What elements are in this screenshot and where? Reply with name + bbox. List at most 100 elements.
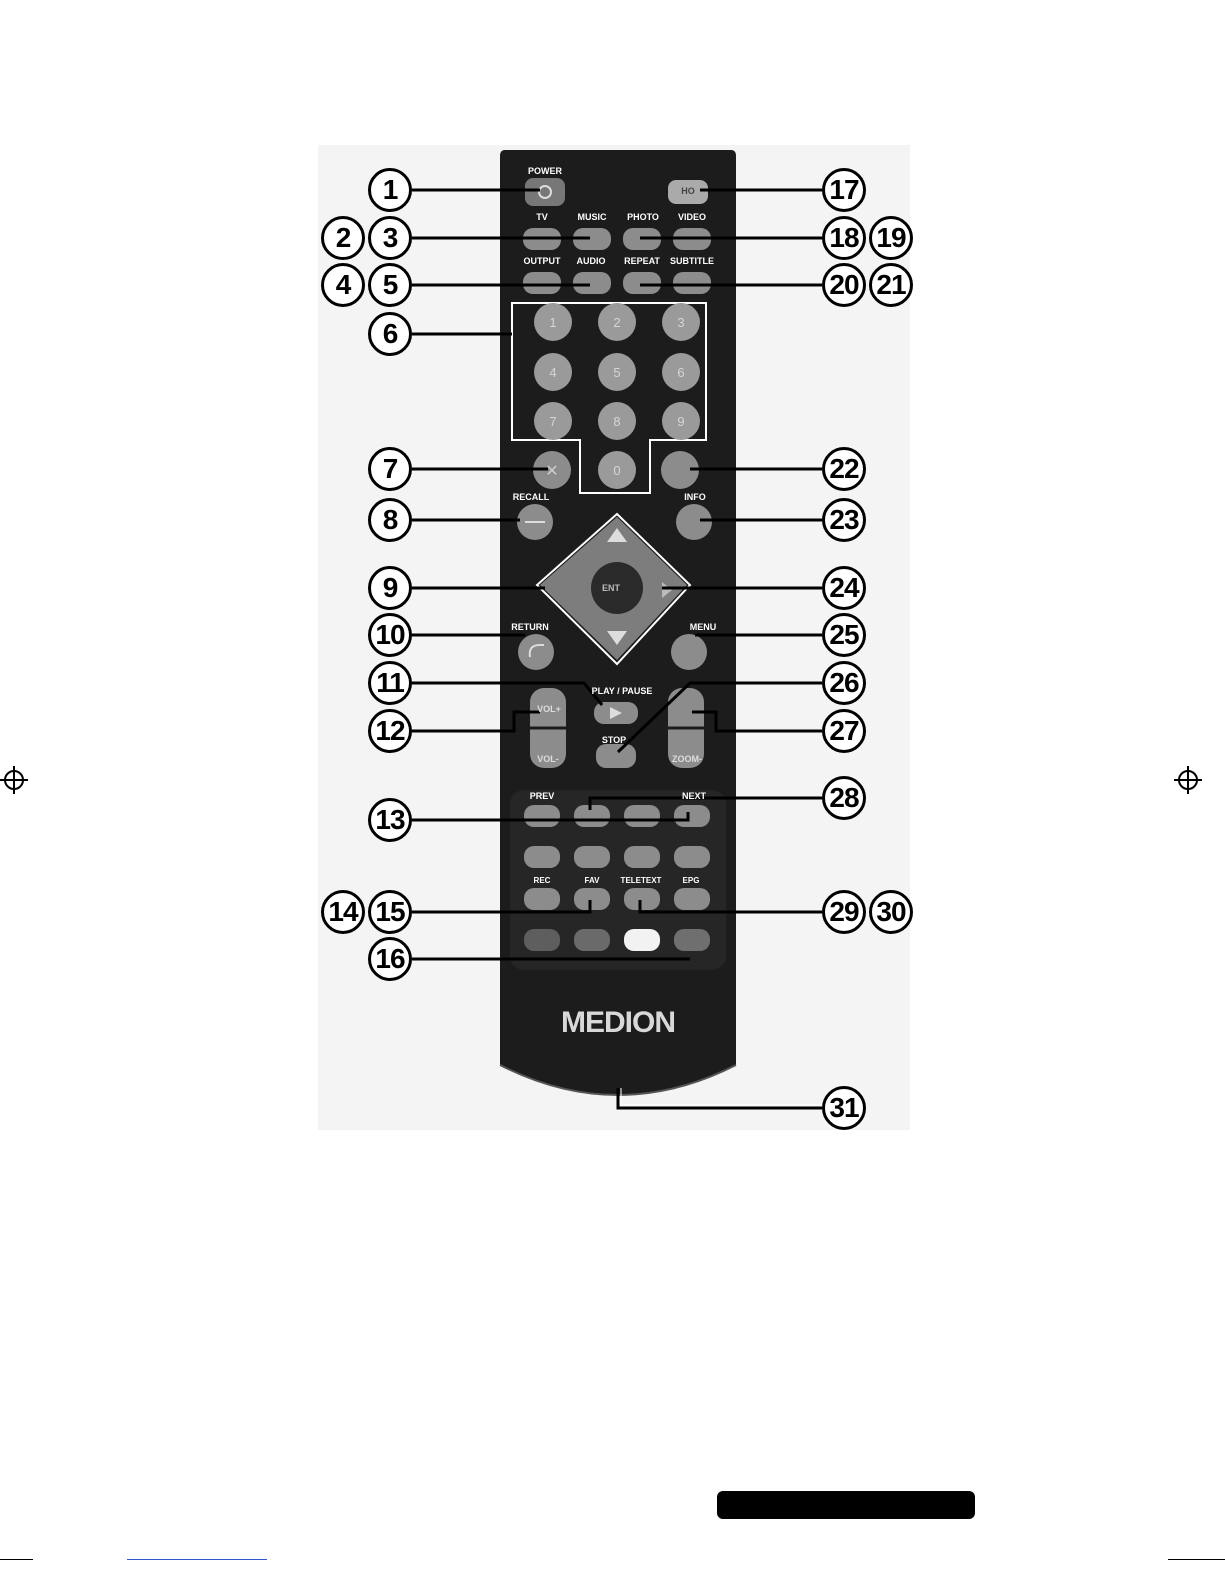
fav-label: FAV bbox=[585, 876, 600, 885]
callout-17: 17 bbox=[822, 168, 866, 212]
photo-label: PHOTO bbox=[627, 212, 659, 222]
prev-label: PREV bbox=[530, 791, 555, 801]
info-label: INFO bbox=[684, 492, 706, 502]
callout-16: 16 bbox=[368, 937, 412, 981]
enter-label: ENT bbox=[602, 583, 620, 593]
callout-1: 1 bbox=[368, 168, 412, 212]
music-label: MUSIC bbox=[578, 212, 607, 222]
callout-12: 12 bbox=[368, 709, 412, 753]
callout-5: 5 bbox=[368, 263, 412, 307]
power-label: POWER bbox=[528, 166, 562, 176]
callout-24: 24 bbox=[822, 566, 866, 610]
callout-11: 11 bbox=[368, 661, 412, 705]
callout-9: 9 bbox=[368, 566, 412, 610]
digit-key-3[interactable]: 3 bbox=[662, 303, 700, 341]
output-button[interactable] bbox=[523, 272, 561, 294]
green-button[interactable] bbox=[574, 929, 610, 951]
function-button-3[interactable] bbox=[624, 846, 660, 868]
function-button-1[interactable] bbox=[524, 846, 560, 868]
next-label: NEXT bbox=[682, 791, 706, 801]
zoom-minus-label: ZOOM- bbox=[672, 754, 702, 764]
repeat-label: REPEAT bbox=[624, 256, 660, 266]
menu-label: MENU bbox=[690, 622, 717, 632]
menu-button[interactable] bbox=[671, 634, 707, 670]
callout-28: 28 bbox=[822, 776, 866, 820]
yellow-button[interactable] bbox=[624, 929, 660, 951]
epg-label: EPG bbox=[683, 876, 700, 885]
rec-button[interactable] bbox=[524, 888, 560, 910]
epg-button[interactable] bbox=[674, 888, 710, 910]
callout-7: 7 bbox=[368, 447, 412, 491]
callout-30: 30 bbox=[869, 890, 913, 934]
vol-minus-label: VOL- bbox=[537, 754, 559, 764]
red-button[interactable] bbox=[524, 929, 560, 951]
fast-rewind-button[interactable] bbox=[574, 805, 610, 827]
callout-6: 6 bbox=[368, 312, 412, 356]
audio-label: AUDIO bbox=[577, 256, 606, 266]
callout-23: 23 bbox=[822, 498, 866, 542]
brand-logo: MEDION bbox=[548, 1006, 688, 1040]
callout-27: 27 bbox=[822, 709, 866, 753]
audio-button[interactable] bbox=[573, 272, 611, 294]
callout-29: 29 bbox=[822, 890, 866, 934]
tv-label: TV bbox=[536, 212, 548, 222]
callout-26: 26 bbox=[822, 661, 866, 705]
fast-forward-button[interactable] bbox=[624, 805, 660, 827]
output-label: OUTPUT bbox=[524, 256, 561, 266]
callout-21: 21 bbox=[869, 263, 913, 307]
footer-rule-left bbox=[0, 1559, 33, 1560]
callout-13: 13 bbox=[368, 798, 412, 842]
teletext-button[interactable] bbox=[624, 888, 660, 910]
footer-rule-right bbox=[1168, 1559, 1225, 1560]
subtitle-label: SUBTITLE bbox=[670, 256, 714, 266]
callout-14: 14 bbox=[321, 890, 365, 934]
digit-key-9[interactable]: 9 bbox=[662, 402, 700, 440]
return-button[interactable] bbox=[518, 634, 554, 670]
video-label: VIDEO bbox=[678, 212, 706, 222]
footer-rule-link bbox=[127, 1559, 267, 1560]
registration-mark-right-icon bbox=[1174, 766, 1202, 794]
function-button-2[interactable] bbox=[574, 846, 610, 868]
play-pause-label: PLAY / PAUSE bbox=[592, 686, 653, 696]
blue-button[interactable] bbox=[674, 929, 710, 951]
rec-label: REC bbox=[534, 876, 551, 885]
digit-key-7[interactable]: 7 bbox=[534, 402, 572, 440]
digit-key-6[interactable]: 6 bbox=[662, 353, 700, 391]
callout-2: 2 bbox=[321, 216, 365, 260]
digit-key-5[interactable]: 5 bbox=[598, 353, 636, 391]
teletext-label: TELETEXT bbox=[621, 876, 662, 885]
callout-3: 3 bbox=[368, 216, 412, 260]
stop-button[interactable] bbox=[596, 744, 636, 768]
subtitle-button[interactable] bbox=[673, 272, 711, 294]
fav-button[interactable] bbox=[574, 888, 610, 910]
digit-key-8[interactable]: 8 bbox=[598, 402, 636, 440]
callout-25: 25 bbox=[822, 613, 866, 657]
black-bar bbox=[717, 1491, 975, 1519]
digit-key-4[interactable]: 4 bbox=[534, 353, 572, 391]
callout-18: 18 bbox=[822, 216, 866, 260]
function-button-4[interactable] bbox=[674, 846, 710, 868]
callout-22: 22 bbox=[822, 447, 866, 491]
home-label: HO bbox=[681, 186, 695, 196]
return-label: RETURN bbox=[511, 622, 549, 632]
callout-10: 10 bbox=[368, 613, 412, 657]
repeat-button[interactable] bbox=[623, 272, 661, 294]
vol-plus-label: VOL+ bbox=[537, 704, 561, 714]
next-button[interactable] bbox=[674, 805, 710, 827]
callout-31: 31 bbox=[822, 1086, 866, 1130]
power-button[interactable] bbox=[525, 178, 565, 206]
info-button[interactable] bbox=[676, 504, 712, 540]
digit-key-2[interactable]: 2 bbox=[598, 303, 636, 341]
prev-button[interactable] bbox=[524, 805, 560, 827]
digit-key-0[interactable]: 0 bbox=[598, 451, 636, 489]
stop-label: STOP bbox=[602, 735, 626, 745]
recall-label: RECALL bbox=[513, 492, 550, 502]
digit-key-1[interactable]: 1 bbox=[534, 303, 572, 341]
callout-8: 8 bbox=[368, 498, 412, 542]
callout-19: 19 bbox=[869, 216, 913, 260]
callout-15: 15 bbox=[368, 890, 412, 934]
callout-4: 4 bbox=[321, 263, 365, 307]
registration-mark-left-icon bbox=[0, 766, 28, 794]
